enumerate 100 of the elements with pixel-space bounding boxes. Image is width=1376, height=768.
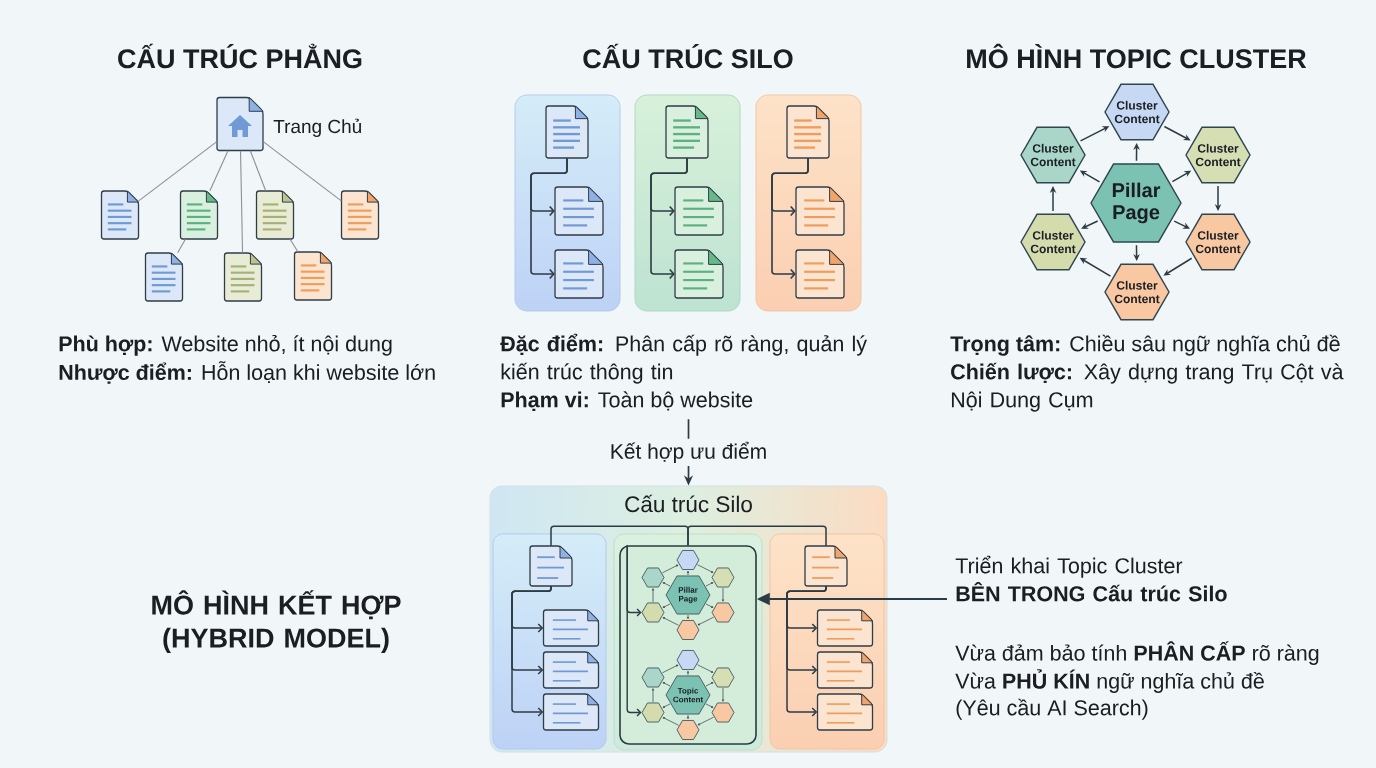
page-label: Trang Chủ (273, 118, 361, 137)
connector-line (209, 150, 229, 192)
hexagon (676, 620, 700, 640)
document-icon (542, 609, 600, 647)
connector-line (687, 525, 827, 547)
connector-line (289, 238, 299, 253)
arrow (662, 717, 679, 726)
hexagon (641, 567, 665, 588)
arrow (662, 617, 679, 626)
document-icon (340, 190, 380, 240)
document-icon (816, 651, 874, 689)
hexagon: Cluster Content (1020, 213, 1086, 271)
arrow (662, 664, 679, 674)
document-icon (554, 249, 604, 299)
arrow (705, 703, 714, 708)
document-icon (542, 693, 600, 731)
description-text: Phù hợp: Website nhỏ, ít nội dung (59, 334, 392, 356)
note-text: Vừa đảm bảo tính PHÂN CẤP rõ ràng (955, 641, 1319, 665)
arrow (662, 682, 671, 687)
hexagon (641, 667, 665, 688)
hexagon: Pillar Page (665, 575, 711, 615)
arrow (1173, 220, 1190, 229)
description-text: Chiến lược: Xây dựng trang Trụ Cột và Nội Dung Cụm (951, 362, 1344, 412)
document-icon (795, 249, 845, 299)
hexagon: Topic Content (665, 675, 711, 715)
document-icon (100, 190, 140, 240)
arrow (697, 616, 714, 626)
arrow (786, 585, 827, 717)
arrow (705, 582, 714, 587)
arrow (651, 688, 655, 703)
hexagon (711, 602, 735, 623)
section-heading: CẤU TRÚC PHẲNG (118, 43, 362, 69)
arrow (662, 564, 679, 574)
hexagon (641, 602, 665, 623)
hexagon (676, 550, 700, 570)
section-heading: MÔ HÌNH KẾT HỢP (HYBRID MODEL) (152, 590, 401, 653)
hexagon (711, 702, 735, 723)
document-icon (816, 609, 874, 647)
document-icon (542, 651, 600, 689)
description-text: Trọng tâm: Chiều sâu ngữ nghĩa chủ đề (950, 334, 1340, 356)
hexagon: Cluster Content (1104, 83, 1170, 141)
hexagon: Cluster Content (1020, 126, 1086, 184)
hexagon (676, 720, 700, 740)
arrow (1163, 257, 1193, 276)
arrow (662, 603, 671, 608)
description-text: Phạm vi: Toàn bộ website (501, 391, 753, 412)
connector-line (177, 238, 186, 254)
document-icon (529, 545, 573, 587)
hexagon (676, 650, 700, 670)
document-icon (795, 186, 845, 236)
document-icon (804, 545, 848, 587)
document-icon (223, 252, 263, 302)
document-icon (674, 249, 724, 299)
section-heading: MÔ HÌNH TOPIC CLUSTER (967, 43, 1307, 69)
hexagon (711, 567, 735, 588)
document-icon (816, 693, 874, 731)
hexagon (711, 667, 735, 688)
note-text: Vừa PHỦ KÍN ngữ nghĩa chủ đề (955, 669, 1264, 693)
arrow (626, 544, 642, 717)
hexagon: Pillar Page (1090, 163, 1182, 243)
arrow (530, 157, 568, 280)
hexagon: Cluster Content (1185, 126, 1251, 184)
edge-label: Kết hợp ưu điểm (606, 438, 771, 466)
arrow (650, 157, 688, 280)
arrow (686, 714, 690, 720)
document-icon (144, 252, 184, 302)
connector-line (249, 150, 267, 192)
section-heading: CẤU TRÚC SILO (583, 43, 793, 69)
arrow (686, 570, 690, 576)
document-icon (255, 190, 295, 240)
arrow (721, 587, 725, 602)
arrow (721, 687, 725, 702)
document-icon (786, 105, 830, 159)
hexagon: Cluster Content (1104, 263, 1170, 321)
hexagon: Cluster Content (1185, 213, 1251, 271)
arrow (771, 157, 809, 280)
document-icon (554, 186, 604, 236)
connector-line (138, 141, 218, 202)
connector-line (240, 150, 244, 254)
arrow (1081, 220, 1099, 229)
arrow (662, 703, 671, 708)
hexagon (641, 702, 665, 723)
document-icon (665, 105, 709, 159)
callout-text: Triển khai Topic Cluster BÊN TRONG Cấu trúc Silo (955, 555, 1227, 602)
description-text: Nhược điểm: Hỗn loạn khi website lớn (59, 361, 435, 384)
arrow (686, 670, 690, 676)
arrow (697, 564, 714, 573)
arrow (662, 582, 671, 587)
description-text: Đặc điểm: Phân cấp rõ ràng, quản lý kiến trúc thông tin (500, 333, 867, 384)
document-icon (293, 251, 333, 301)
document-icon (179, 190, 219, 240)
arrow (511, 585, 552, 717)
arrow (697, 664, 714, 673)
connector-line (550, 525, 689, 547)
arrow (651, 588, 655, 603)
document-icon (545, 105, 589, 159)
arrow (705, 603, 714, 608)
document-icon (674, 186, 724, 236)
arrow (705, 682, 714, 687)
arrow (1163, 125, 1191, 141)
